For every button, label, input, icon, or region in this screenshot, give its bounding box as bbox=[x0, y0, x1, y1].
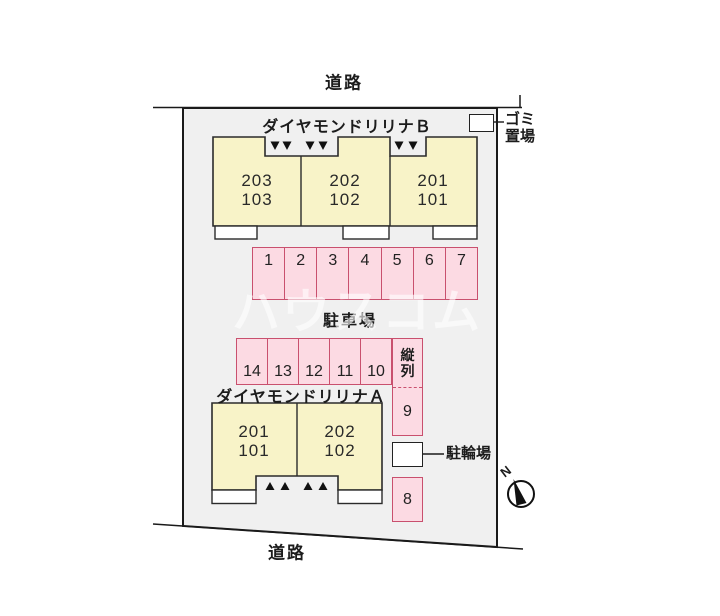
parking-stall-tandem: 縦列 9 bbox=[392, 338, 423, 436]
parking-stall: 10 bbox=[360, 339, 391, 384]
bicycle-parking-box bbox=[392, 442, 423, 467]
garbage-area-label: ゴミ置場 bbox=[505, 111, 536, 145]
parking-stall: 5 bbox=[380, 248, 413, 299]
road-label-top: 道路 bbox=[325, 73, 363, 93]
parking-row-14-10: 14 13 12 11 10 bbox=[236, 338, 392, 385]
parking-stall: 12 bbox=[298, 339, 329, 384]
parking-stall: 11 bbox=[329, 339, 360, 384]
building-b-porch-left bbox=[214, 225, 258, 240]
building-b-name: ダイヤモンドリリナＢ bbox=[262, 119, 432, 136]
parking-row-1-7: 1 2 3 4 5 6 7 bbox=[252, 247, 478, 300]
parking-stall: 3 bbox=[316, 248, 348, 299]
tandem-upper: 縦列 bbox=[393, 339, 422, 388]
parking-stall: 13 bbox=[267, 339, 298, 384]
building-a-porch-left bbox=[211, 489, 257, 505]
building-b-porch-right bbox=[432, 225, 478, 240]
building-a-porch-right bbox=[337, 489, 383, 505]
parking-stall-8-label: 8 bbox=[403, 490, 412, 508]
room-label-b-203-103: 203 103 bbox=[241, 170, 273, 209]
room-label-b-201-101: 201 101 bbox=[417, 170, 449, 209]
parking-stall: 1 bbox=[264, 252, 274, 269]
parking-stall: 2 bbox=[284, 248, 316, 299]
parking-stall-8: 8 bbox=[392, 477, 423, 522]
parking-stall: 6 bbox=[412, 248, 445, 299]
room-label-a-201-101: 201 101 bbox=[238, 421, 270, 460]
road-label-bottom: 道路 bbox=[268, 543, 306, 563]
building-a-name: ダイヤモンドリリナＡ bbox=[216, 389, 386, 406]
room-label-b-202-102: 202 102 bbox=[329, 170, 361, 209]
north-compass-icon bbox=[507, 479, 535, 508]
parking-stall: 4 bbox=[348, 248, 380, 299]
parking-stall: 14 bbox=[243, 363, 261, 380]
tandem-label: 縦列 bbox=[400, 346, 415, 379]
room-label-a-202-102: 202 102 bbox=[324, 421, 356, 460]
garbage-area-box bbox=[469, 114, 494, 132]
building-b-porch-middle bbox=[342, 225, 390, 240]
road-edge-bottom bbox=[152, 523, 524, 550]
entrance-marker-icons-b bbox=[270, 141, 418, 150]
parking-stall-9: 9 bbox=[403, 402, 412, 420]
entrance-marker-icons-a bbox=[265, 482, 328, 490]
parking-stall: 7 bbox=[444, 248, 477, 299]
bicycle-parking-label: 駐輪場 bbox=[446, 445, 492, 462]
parking-lot-label: 駐車場 bbox=[322, 313, 378, 330]
